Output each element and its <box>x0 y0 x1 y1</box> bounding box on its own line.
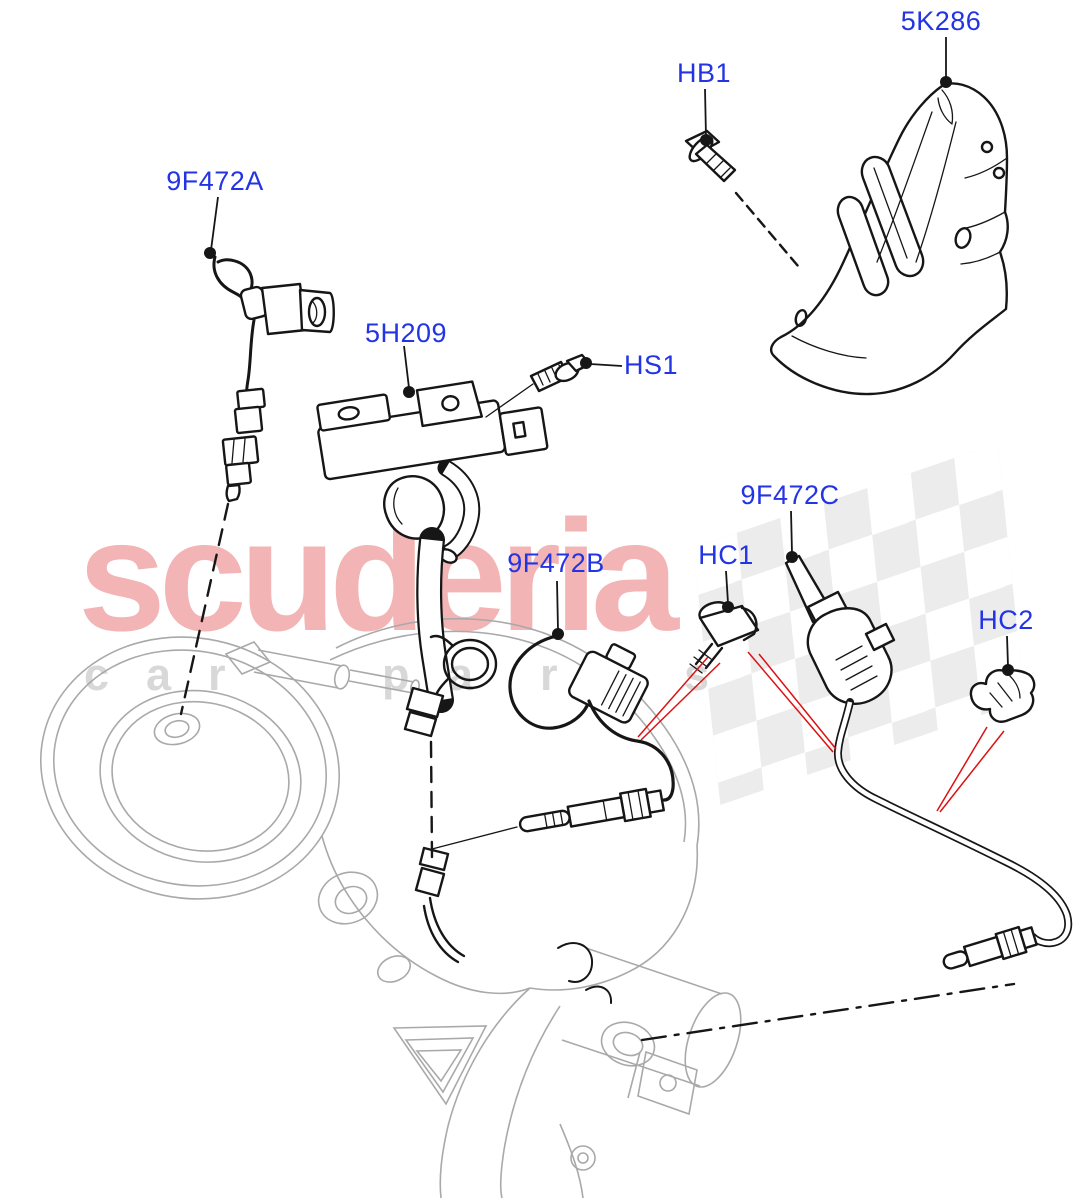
part-label-hb1[interactable]: HB1 <box>676 58 732 88</box>
part-label-5h209[interactable]: 5H209 <box>364 318 448 348</box>
sensor-9f472b-art <box>431 634 675 850</box>
bracket-5k286-art <box>770 82 1009 396</box>
sensor-9f472a-art <box>179 255 335 716</box>
catalyst-fittings-art <box>414 846 613 1004</box>
sensor-9f472c-art <box>640 554 1073 1042</box>
label-leader-lines <box>204 37 1014 676</box>
part-label-5k286[interactable]: 5K286 <box>900 6 982 36</box>
part-label-9f472a[interactable]: 9F472A <box>166 166 264 196</box>
watermark-tagline-letter: a <box>146 649 172 700</box>
watermark-tagline-letter: r <box>540 649 558 700</box>
part-label-hc2[interactable]: HC2 <box>978 605 1034 635</box>
bolt-hb1-art <box>684 129 800 268</box>
red-locator-lines <box>637 651 1005 813</box>
part-label-9f472c[interactable]: 9F472C <box>740 480 840 510</box>
sensor-5h209-art <box>316 380 549 860</box>
watermark-tagline-letter: r <box>208 649 226 700</box>
part-label-9f472b[interactable]: 9F472B <box>507 548 605 578</box>
clip-hc1-art <box>689 601 760 674</box>
part-label-hc1[interactable]: HC1 <box>698 540 754 570</box>
part-label-hs1[interactable]: HS1 <box>623 350 679 380</box>
watermark-tagline-letter: c <box>84 649 110 700</box>
watermark-brand-text: scuderia <box>78 488 679 664</box>
clip-hc2-art <box>969 669 1036 723</box>
